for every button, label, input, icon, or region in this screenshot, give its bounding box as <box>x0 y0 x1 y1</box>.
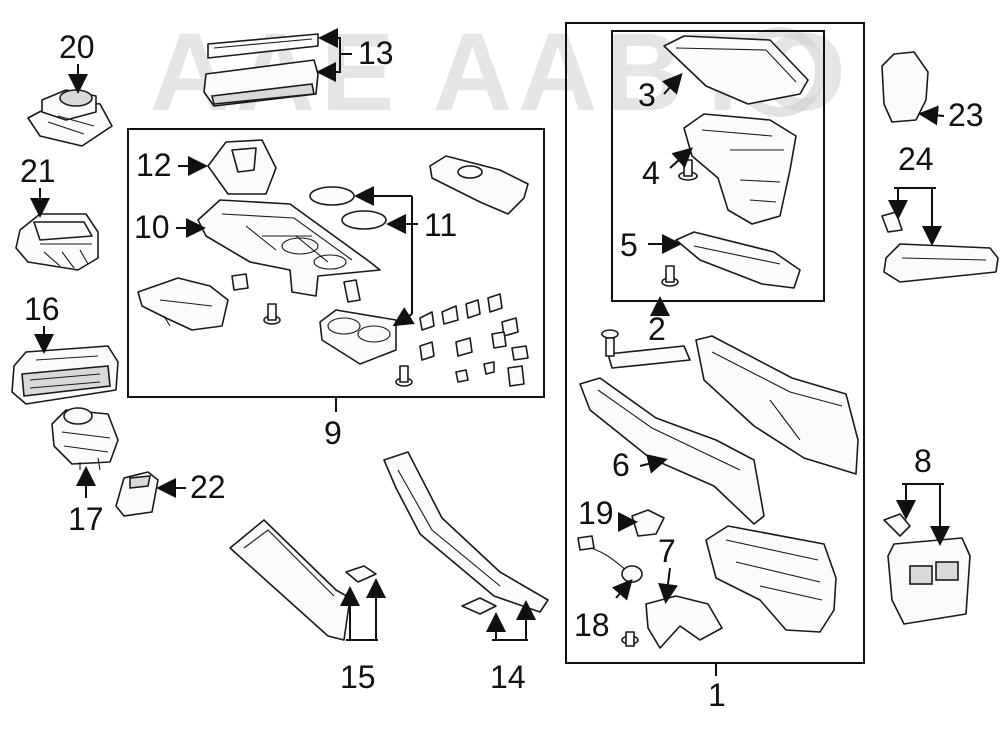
callout-3: 3 <box>638 77 656 113</box>
part-clips-set <box>419 293 529 387</box>
part-cup-holder-insert <box>319 309 397 365</box>
callout-19: 19 <box>578 495 614 531</box>
frame-group-2 <box>611 30 825 302</box>
callout-4: 4 <box>642 155 660 191</box>
part-8-rear-vent <box>883 513 971 625</box>
callout-6: 6 <box>612 447 630 483</box>
part-10-console-panel <box>197 199 381 297</box>
part-14-side-trim <box>383 451 549 615</box>
part-23-knob-cover <box>881 51 929 123</box>
callout-17: 17 <box>68 501 104 537</box>
part-24-switch-bezel <box>881 211 999 283</box>
part-5-lever-base <box>661 231 801 289</box>
part-bracket-tray <box>137 273 361 331</box>
callout-16: 16 <box>24 291 60 327</box>
callout-21: 21 <box>20 153 56 189</box>
part-console-trim-strip <box>429 155 529 215</box>
callout-labels: 20 21 16 17 22 13 12 10 11 9 15 14 3 4 5… <box>20 29 984 713</box>
part-11-o-rings <box>309 186 387 230</box>
part-17-selector-switch <box>51 407 119 471</box>
part-22-usb-socket <box>115 471 159 517</box>
frame-group-9 <box>127 128 545 398</box>
callout-9: 9 <box>324 415 342 451</box>
callout-10: 10 <box>134 209 170 245</box>
frame-group-1 <box>565 22 865 664</box>
part-19-connector <box>631 509 665 537</box>
callout-13: 13 <box>358 35 394 71</box>
callout-22: 22 <box>190 469 226 505</box>
callout-15: 15 <box>340 659 376 695</box>
part-15-side-trim <box>229 519 377 641</box>
callout-20: 20 <box>59 29 95 65</box>
callout-12: 12 <box>136 147 172 183</box>
part-20-shifter-knob <box>27 89 113 147</box>
callout-23: 23 <box>948 97 984 133</box>
callout-7: 7 <box>658 533 676 569</box>
part-4-shift-lever-assembly <box>678 113 797 225</box>
callout-11: 11 <box>424 207 457 243</box>
callout-1: 1 <box>708 677 726 713</box>
part-13-trim-plates <box>203 33 319 107</box>
part-6-console-side-panel <box>579 377 765 525</box>
callout-24: 24 <box>898 141 934 177</box>
part-12-shift-boot <box>207 139 277 195</box>
callout-5: 5 <box>620 227 638 263</box>
part-screw-fastener <box>263 303 413 387</box>
part-console-box <box>705 525 837 633</box>
callout-14: 14 <box>490 659 526 695</box>
part-16-control-panel <box>11 345 119 405</box>
callout-18: 18 <box>574 607 610 643</box>
part-3-shift-lever-cover <box>663 35 809 105</box>
callout-8: 8 <box>914 443 932 479</box>
leader-lines <box>30 28 950 676</box>
part-console-upper-panel <box>601 329 859 475</box>
part-21-switch-module <box>15 213 99 271</box>
callout-2: 2 <box>648 311 666 347</box>
part-7-duct <box>621 595 723 649</box>
part-18-wire-harness <box>577 535 643 583</box>
